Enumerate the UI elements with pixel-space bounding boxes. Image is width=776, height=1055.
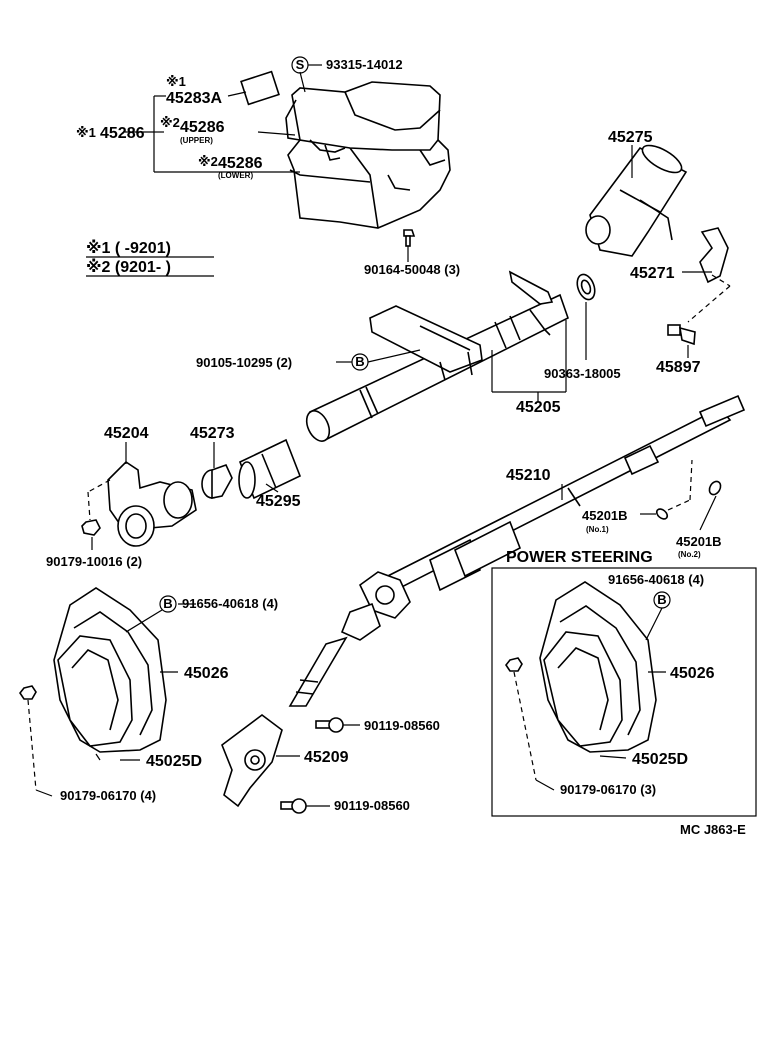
label-45210: 45210 bbox=[506, 467, 551, 484]
label-45275: 45275 bbox=[608, 129, 653, 146]
legend-star1: ※1 ( -9201) bbox=[86, 239, 171, 257]
boot-45026-right-part bbox=[539, 581, 657, 753]
bolt-90164-part bbox=[403, 229, 416, 247]
b-mark-text-right: B bbox=[657, 592, 666, 607]
label-90363-18005: 90363-18005 bbox=[544, 366, 621, 381]
label-45283A-part bbox=[240, 70, 280, 106]
label-star1-small: ※1 bbox=[166, 74, 186, 89]
label-45201B-no2: 45201B bbox=[676, 534, 722, 549]
nut-90179-06170-left-part bbox=[19, 685, 37, 700]
label-diagram-code: MC J863-E bbox=[680, 822, 746, 837]
bolt-90119-b-part bbox=[280, 798, 307, 814]
label-45209: 45209 bbox=[304, 749, 349, 766]
legend-star2: ※2 (9201- ) bbox=[86, 258, 171, 276]
label-90105-10295: 90105-10295 (2) bbox=[196, 355, 292, 370]
bracket-45204-part bbox=[107, 460, 197, 547]
label-91656-40618-right: 91656-40618 (4) bbox=[608, 572, 704, 587]
bracket-45271-part bbox=[699, 227, 729, 284]
label-45026-right: 45026 bbox=[670, 665, 715, 682]
label-power-steering: POWER STEERING bbox=[506, 549, 653, 566]
label-45271: 45271 bbox=[630, 265, 675, 282]
label-90164-50048: 90164-50048 (3) bbox=[364, 262, 460, 277]
column-cover-part bbox=[285, 81, 451, 229]
lower-shaft-part bbox=[288, 636, 348, 707]
label-star2-upper: ※2 bbox=[160, 115, 180, 130]
shaft-45210-part bbox=[368, 394, 746, 600]
bolt-90119-a-part bbox=[315, 717, 344, 733]
label-45026-left: 45026 bbox=[184, 665, 229, 682]
label-no2: (No.2) bbox=[678, 550, 701, 559]
s-mark-circle bbox=[291, 56, 309, 74]
label-90179-06170-right: 90179-06170 (3) bbox=[560, 782, 656, 797]
label-star2-lower: ※2 bbox=[198, 154, 218, 169]
b-mark-circle-right bbox=[653, 591, 671, 609]
joint-45209-part bbox=[221, 714, 283, 808]
label-no1: (No.1) bbox=[586, 525, 609, 534]
label-star1-left: ※1 bbox=[76, 125, 96, 140]
universal-joint-part bbox=[340, 571, 411, 641]
label-45286-lower: 45286 bbox=[218, 155, 263, 172]
clip-45201B-no2-part bbox=[708, 480, 722, 496]
label-45204: 45204 bbox=[104, 425, 149, 442]
bushing-45273-part bbox=[201, 464, 233, 499]
boot-45026-left-part bbox=[53, 587, 167, 753]
b-mark-circle-left bbox=[159, 595, 177, 613]
label-90119-08560-a: 90119-08560 bbox=[364, 718, 440, 733]
label-45201B-no1: 45201B bbox=[582, 508, 628, 523]
label-45205: 45205 bbox=[516, 399, 561, 416]
label-45286-main: 45286 bbox=[100, 125, 145, 142]
sleeve-45295-part bbox=[238, 438, 302, 500]
label-45897: 45897 bbox=[656, 359, 701, 376]
power-steering-box bbox=[491, 567, 757, 817]
nut-90179-10016-part bbox=[81, 519, 101, 536]
label-93315-14012: 93315-14012 bbox=[326, 57, 403, 72]
s-mark-text: S bbox=[296, 57, 305, 72]
leader-lines bbox=[27, 64, 731, 807]
b-mark-text-90105: B bbox=[355, 354, 364, 369]
b-mark-circle-90105 bbox=[351, 353, 369, 371]
label-45286-upper: 45286 bbox=[180, 119, 225, 136]
label-90179-10016: 90179-10016 (2) bbox=[46, 554, 142, 569]
nut-90179-06170-right-part bbox=[505, 657, 523, 672]
label-45283A: 45283A bbox=[166, 90, 222, 107]
label-45025D-left: 45025D bbox=[146, 753, 202, 770]
clip-45201B-no1-part bbox=[655, 508, 669, 520]
bolt-45897-part bbox=[667, 324, 696, 346]
label-45295: 45295 bbox=[256, 493, 301, 510]
housing-45275-part bbox=[585, 144, 688, 257]
label-90119-08560-b: 90119-08560 bbox=[334, 798, 410, 813]
b-mark-text-left: B bbox=[163, 596, 172, 611]
label-lower-text: (LOWER) bbox=[218, 171, 253, 180]
label-90179-06170-left: 90179-06170 (4) bbox=[60, 788, 156, 803]
column-tube-part bbox=[305, 270, 569, 442]
label-45025D-right: 45025D bbox=[632, 751, 688, 768]
label-91656-40618-left: 91656-40618 (4) bbox=[182, 596, 278, 611]
label-45273: 45273 bbox=[190, 425, 235, 442]
label-upper-text: (UPPER) bbox=[180, 136, 213, 145]
